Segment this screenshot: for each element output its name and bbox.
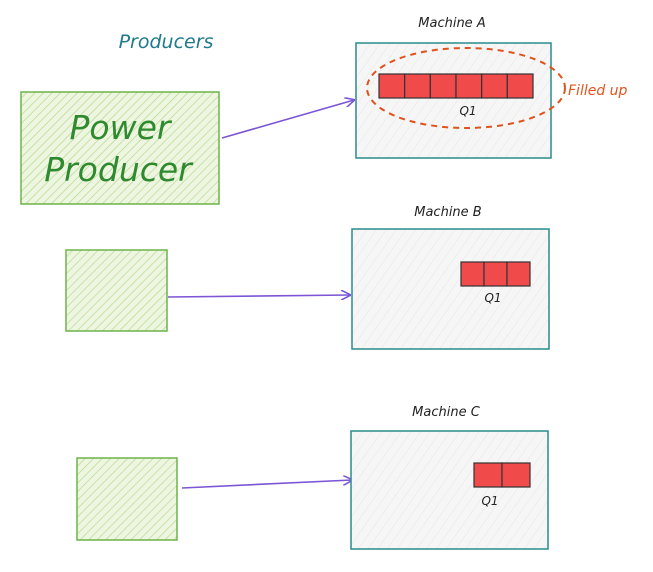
queue-segment: [481, 73, 508, 99]
queue-segment: [378, 73, 406, 99]
machine-c-label: Machine C: [412, 405, 481, 420]
queue-segment: [404, 73, 431, 99]
arrow-power-to-machine-a: [221, 100, 354, 139]
machine-a-queue-label: Q1: [459, 104, 476, 118]
machine-a-box: [355, 42, 552, 159]
machine-c-queue: [473, 462, 531, 488]
power-producer: Power Producer: [20, 91, 220, 205]
power-producer-label-line2: Producer: [44, 150, 194, 189]
producer-box-3: [76, 457, 178, 541]
machine-a: Machine A Q1 Filled up: [355, 16, 628, 159]
queue-segment: [483, 261, 508, 287]
machine-b-box: [351, 228, 550, 350]
producer-box-2: [65, 249, 168, 332]
machine-b: Machine B Q1: [351, 205, 550, 350]
arrow-producer3-to-machine-c: [181, 480, 352, 489]
queue-segment: [460, 261, 485, 287]
arrow-producer2-to-machine-b: [167, 295, 350, 297]
queue-segment: [473, 462, 503, 488]
machine-b-queue-label: Q1: [484, 291, 501, 305]
machine-a-queue: [378, 73, 534, 99]
queue-segment: [506, 261, 531, 287]
queue-segment: [429, 73, 457, 99]
queue-segment: [506, 73, 534, 99]
machine-b-queue: [460, 261, 531, 287]
power-producer-box: [20, 91, 220, 205]
queue-segment: [501, 462, 531, 488]
producers-title: Producers: [119, 31, 214, 53]
machine-a-label: Machine A: [418, 16, 485, 31]
power-producer-label-line1: Power: [70, 108, 173, 147]
machine-c-box: [350, 430, 549, 550]
queue-segment: [455, 73, 483, 99]
machine-c: Machine C Q1: [350, 405, 549, 550]
filled-up-annotation: Filled up: [568, 83, 628, 99]
machine-c-queue-label: Q1: [481, 494, 498, 508]
machine-b-label: Machine B: [414, 205, 482, 220]
filled-up-highlight-ellipse: [366, 47, 566, 129]
